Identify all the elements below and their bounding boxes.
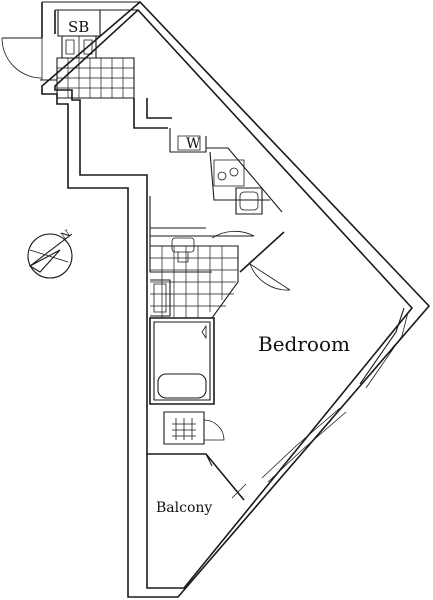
balcony-label: Balcony — [156, 500, 212, 516]
bay-window — [359, 307, 409, 389]
stove-burner-icon — [229, 167, 239, 177]
washing-machine: W — [169, 128, 207, 153]
hall-partitions — [133, 98, 208, 237]
bathroom — [149, 317, 215, 405]
washer-label: W — [186, 136, 201, 152]
sink-icon — [239, 191, 259, 211]
toilet-icon — [171, 237, 195, 253]
stove-burner-icon — [217, 171, 227, 181]
vanity — [150, 279, 171, 317]
storage-closet — [163, 411, 225, 445]
kitchen-counter — [206, 147, 283, 215]
compass: N — [27, 228, 73, 279]
toilet-room — [149, 236, 212, 273]
bedroom-label: Bedroom — [258, 332, 350, 356]
bath-tile-grid — [150, 245, 239, 319]
outer-walls — [41, 0, 431, 598]
balcony-sliding-door — [261, 407, 347, 483]
sb-tile-grid — [57, 58, 134, 98]
bathroom-door — [208, 230, 255, 239]
entrance-door — [1, 37, 57, 81]
sb-label: SB — [68, 18, 89, 36]
north-label: N — [59, 228, 73, 242]
balcony-partition — [147, 453, 247, 501]
bathtub-icon — [157, 373, 207, 399]
bedroom-door — [239, 231, 291, 291]
